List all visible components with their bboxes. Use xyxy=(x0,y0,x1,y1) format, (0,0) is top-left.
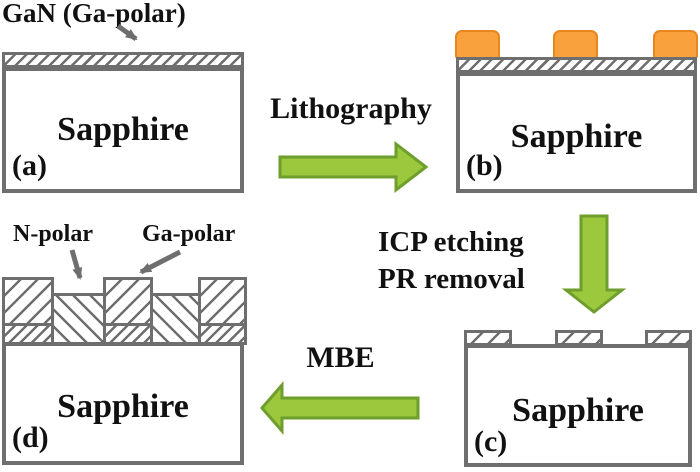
gan-film-layer-b xyxy=(456,57,697,73)
process-arrow-down-icon xyxy=(561,214,627,314)
photoresist-block-2 xyxy=(553,30,598,59)
n-polar-pointer-icon xyxy=(69,249,83,280)
substrate-label-a: Sapphire xyxy=(57,111,189,148)
step-icp-line2: PR removal xyxy=(378,263,525,295)
gan-film-layer-a xyxy=(2,52,244,68)
panel-id-c: (c) xyxy=(474,425,508,458)
sapphire-substrate-a: Sapphire (a) xyxy=(2,67,244,193)
substrate-label-b: Sapphire xyxy=(510,118,643,155)
process-arrow-left-icon xyxy=(260,380,420,436)
gan-layer-pointer-icon xyxy=(116,23,138,42)
panel-id-b: (b) xyxy=(466,149,503,182)
ga-polar-gan-column-3 xyxy=(198,277,247,345)
step-icp-label: ICP etching PR removal xyxy=(378,224,525,298)
gan-mesa-2 xyxy=(555,330,603,346)
panel-id-a: (a) xyxy=(12,149,47,182)
polarity-pointer-icons xyxy=(69,249,182,280)
substrate-label-c: Sapphire xyxy=(512,392,644,429)
sapphire-substrate-d: Sapphire (d) xyxy=(2,342,244,465)
step-icp-line1: ICP etching xyxy=(378,226,524,258)
n-polar-gan-block-2 xyxy=(150,293,201,345)
ga-polar-gan-column-1 xyxy=(2,277,54,345)
process-arrow-right-icon xyxy=(278,140,429,194)
n-polar-annotation: N-polar xyxy=(13,221,93,247)
ga-polar-annotation: Ga-polar xyxy=(142,221,236,247)
gan-layer-annotation: GaN (Ga-polar) xyxy=(2,0,186,28)
panel-id-d: (d) xyxy=(12,421,49,454)
ga-polar-pointer-icon xyxy=(139,249,182,275)
step-mbe-label: MBE xyxy=(306,341,375,374)
n-polar-gan-block-1 xyxy=(51,293,106,345)
sapphire-substrate-c: Sapphire (c) xyxy=(464,344,692,467)
step-lithography-label: Lithography xyxy=(270,92,432,125)
substrate-label-d: Sapphire xyxy=(57,388,189,425)
gan-mesa-1 xyxy=(464,330,512,346)
ga-polar-gan-column-2 xyxy=(103,277,153,345)
sapphire-substrate-b: Sapphire (b) xyxy=(456,72,697,193)
